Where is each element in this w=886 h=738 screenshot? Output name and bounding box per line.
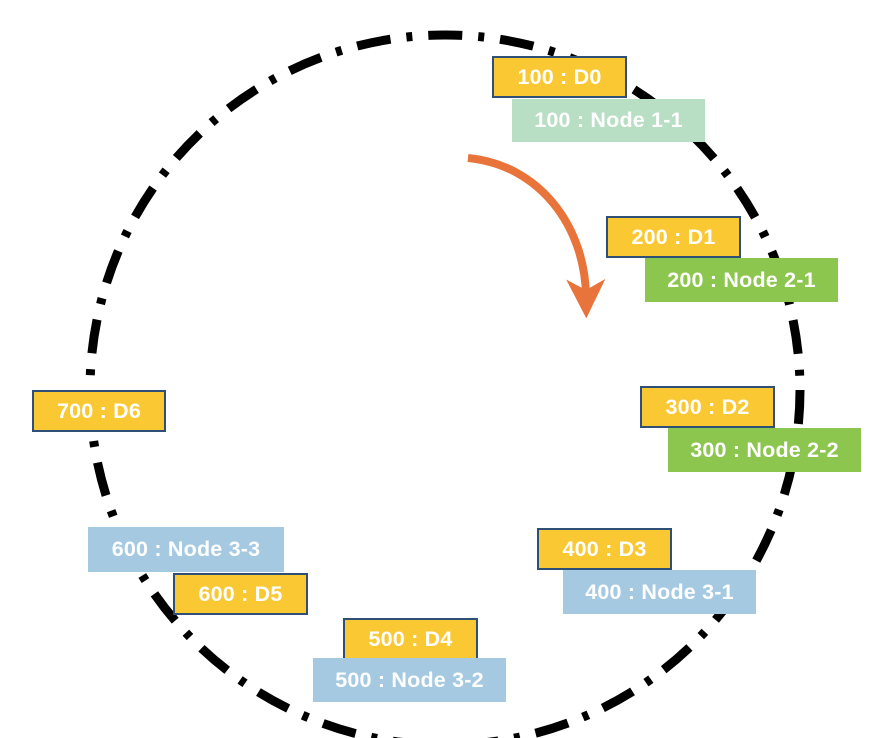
box-d3[interactable]: 400 : D3 xyxy=(537,528,672,570)
box-node-1-1[interactable]: 100 : Node 1-1 xyxy=(512,99,705,142)
box-d4[interactable]: 500 : D4 xyxy=(343,618,478,660)
box-node-3-1[interactable]: 400 : Node 3-1 xyxy=(563,570,756,614)
dash-dot-ring-path xyxy=(85,30,805,738)
box-d0[interactable]: 100 : D0 xyxy=(492,56,627,98)
box-d1[interactable]: 200 : D1 xyxy=(606,216,741,258)
box-node-3-3[interactable]: 600 : Node 3-3 xyxy=(88,527,284,572)
box-node-2-2[interactable]: 300 : Node 2-2 xyxy=(668,428,861,472)
box-d6[interactable]: 700 : D6 xyxy=(32,390,166,432)
box-node-2-1[interactable]: 200 : Node 2-1 xyxy=(645,258,838,302)
clockwise-direction-arrow xyxy=(467,154,606,319)
box-d2[interactable]: 300 : D2 xyxy=(640,386,775,428)
box-d5[interactable]: 600 : D5 xyxy=(173,573,308,615)
box-node-3-2[interactable]: 500 : Node 3-2 xyxy=(313,658,506,702)
